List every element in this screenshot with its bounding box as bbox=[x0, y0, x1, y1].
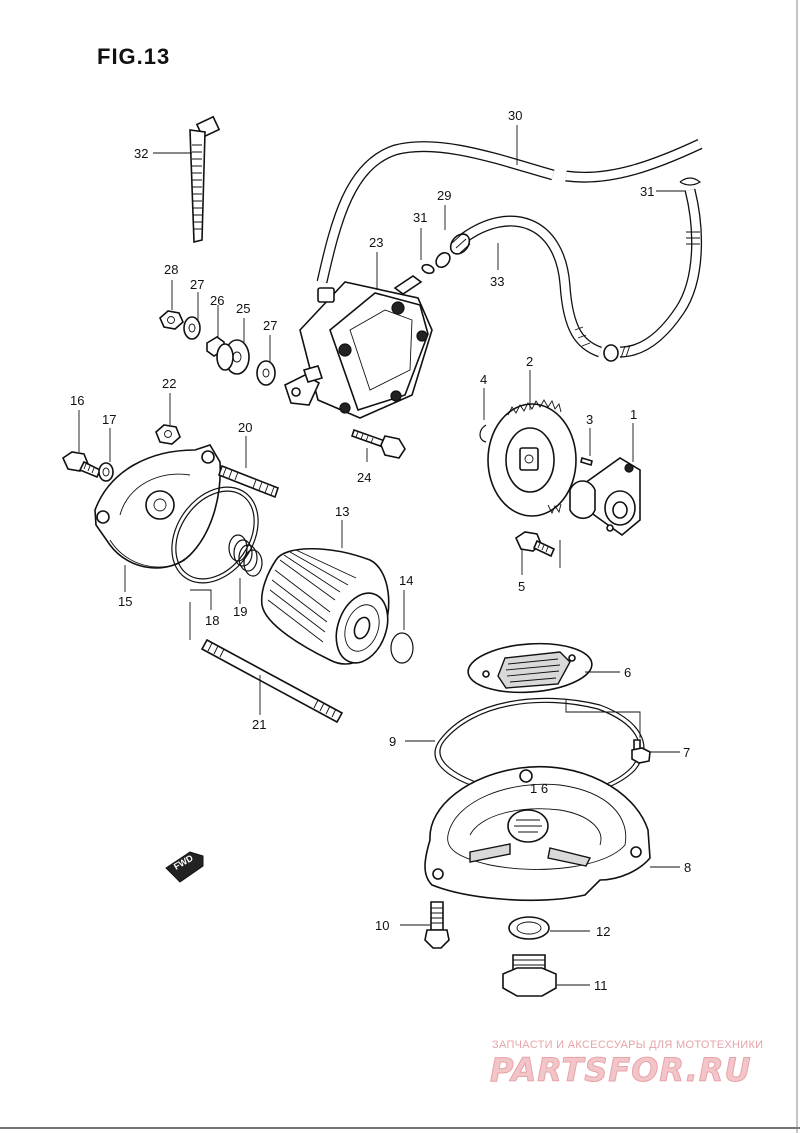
strainer-6 bbox=[467, 642, 593, 694]
washer-27-upper bbox=[183, 316, 201, 340]
oil-filter-cover-15 bbox=[94, 444, 222, 569]
circlip-4 bbox=[479, 424, 487, 443]
callout-11: 11 bbox=[594, 978, 608, 993]
clip-31 bbox=[421, 263, 435, 275]
callout-labels: 1 2 3 4 5 6 7 8 9 10 11 12 13 14 15 16 1… bbox=[70, 108, 691, 993]
callout-2: 2 bbox=[526, 354, 533, 369]
watermark-tagline: ЗАПЧАСТИ И АКСЕССУАРЫ ДЛЯ МОТОТЕХНИКИ bbox=[492, 1039, 764, 1051]
callout-27b: 27 bbox=[263, 318, 277, 333]
bolt-10 bbox=[424, 901, 450, 949]
bolt-24 bbox=[350, 428, 406, 459]
washer-17 bbox=[98, 462, 114, 482]
callout-7: 7 bbox=[683, 745, 690, 760]
callout-6: 6 bbox=[624, 665, 631, 680]
gear-2 bbox=[487, 399, 577, 517]
callout-12: 12 bbox=[596, 924, 610, 939]
callout-33: 33 bbox=[490, 274, 504, 289]
o-ring-18 bbox=[171, 486, 259, 584]
callout-5: 5 bbox=[518, 579, 525, 594]
bolt-7 bbox=[631, 739, 651, 764]
nut-22 bbox=[155, 424, 181, 445]
callout-18: 18 bbox=[205, 613, 219, 628]
callout-22: 22 bbox=[162, 376, 176, 391]
leader-lines bbox=[78, 125, 686, 986]
callout-1: 1 bbox=[630, 407, 637, 422]
fwd-arrow-icon: FWD bbox=[165, 851, 204, 883]
callout-28: 28 bbox=[164, 262, 178, 277]
spring-19 bbox=[228, 534, 263, 577]
callout-10: 10 bbox=[375, 918, 389, 933]
cable-tie-32 bbox=[189, 115, 221, 244]
stud-21 bbox=[200, 638, 344, 724]
figure-title: FIG.13 bbox=[97, 44, 171, 69]
callout-4: 4 bbox=[480, 372, 487, 387]
oil-pump-1 bbox=[569, 457, 641, 537]
nut-28 bbox=[159, 310, 184, 330]
callout-17: 17 bbox=[102, 412, 116, 427]
callout-20: 20 bbox=[238, 420, 252, 435]
callout-13: 13 bbox=[335, 504, 349, 519]
fuel-hose-30 bbox=[316, 139, 703, 284]
callout-8: 8 bbox=[684, 860, 691, 875]
oil-pan-8: 1 6 bbox=[424, 766, 651, 901]
pin-3 bbox=[580, 456, 593, 467]
callout-27a: 27 bbox=[190, 277, 204, 292]
svg-text:1 6: 1 6 bbox=[530, 781, 548, 796]
oil-filter-13 bbox=[260, 548, 390, 665]
callout-26: 26 bbox=[210, 293, 224, 308]
callout-3: 3 bbox=[586, 412, 593, 427]
callout-21: 21 bbox=[252, 717, 266, 732]
callout-29: 29 bbox=[437, 188, 451, 203]
callout-32: 32 bbox=[134, 146, 148, 161]
gasket-9 bbox=[434, 697, 645, 799]
bolt-5 bbox=[514, 531, 556, 558]
fuel-hose-33 bbox=[435, 215, 603, 358]
callout-15: 15 bbox=[118, 594, 132, 609]
callout-14: 14 bbox=[399, 573, 413, 588]
bolt-16 bbox=[61, 451, 102, 479]
grommet-25 bbox=[216, 339, 250, 375]
washer-12 bbox=[508, 916, 550, 940]
watermark-logo: PARTSFOR.RU bbox=[489, 1051, 752, 1090]
callout-16: 16 bbox=[70, 393, 84, 408]
fuel-pump-23 bbox=[284, 275, 433, 419]
stud-20 bbox=[218, 464, 279, 499]
callout-25: 25 bbox=[236, 301, 250, 316]
callout-9: 9 bbox=[389, 734, 396, 749]
washer-27-lower bbox=[256, 360, 276, 386]
callout-30: 30 bbox=[508, 108, 522, 123]
callout-31a: 31 bbox=[413, 210, 427, 225]
callout-24: 24 bbox=[357, 470, 371, 485]
drain-plug-11 bbox=[502, 954, 557, 997]
callout-23: 23 bbox=[369, 235, 383, 250]
fuel-hose-31 bbox=[603, 177, 703, 362]
o-ring-14 bbox=[390, 632, 414, 664]
callout-19: 19 bbox=[233, 604, 247, 619]
callout-31b: 31 bbox=[640, 184, 654, 199]
